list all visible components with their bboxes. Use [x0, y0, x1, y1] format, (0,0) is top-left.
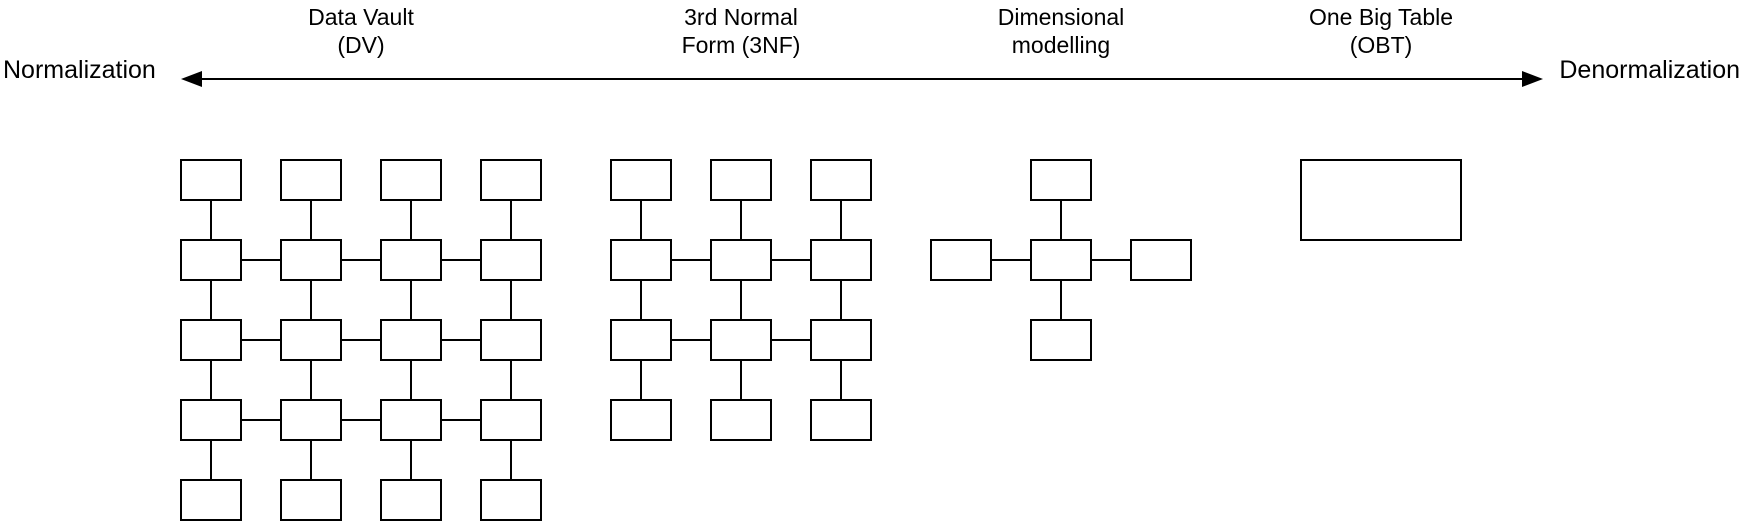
table-box [380, 479, 442, 521]
table-box [380, 399, 442, 441]
table-box [280, 159, 342, 201]
label-line: Dimensional [997, 4, 1125, 30]
label-third-normal-form: 3rd Normal Form (3NF) [682, 3, 801, 59]
table-box [610, 239, 672, 281]
table-box [180, 479, 242, 521]
table-box [280, 319, 342, 361]
table-box [1030, 319, 1092, 361]
table-box [380, 159, 442, 201]
table-box [180, 319, 242, 361]
label-line: Form (3NF) [681, 32, 801, 58]
label-line: (DV) [337, 32, 385, 58]
label-line: 3rd Normal [684, 4, 798, 30]
one-big-table-diagram [1300, 159, 1462, 241]
table-box [1030, 159, 1092, 201]
table-box [480, 239, 542, 281]
table-box [180, 399, 242, 441]
arrowhead-right-icon [1522, 71, 1543, 87]
table-box [710, 239, 772, 281]
table-box [480, 319, 542, 361]
table-box [280, 399, 342, 441]
table-box [1130, 239, 1192, 281]
label-line: (OBT) [1349, 32, 1413, 58]
axis-label-normalization: Normalization [3, 56, 156, 84]
table-box [480, 479, 542, 521]
label-dimensional-modelling: Dimensional modelling [998, 3, 1125, 59]
data-vault-diagram [180, 159, 542, 521]
table-box [810, 399, 872, 441]
table-box [610, 399, 672, 441]
table-box [610, 159, 672, 201]
table-box [710, 399, 772, 441]
label-data-vault: Data Vault (DV) [308, 3, 414, 59]
table-box [930, 239, 992, 281]
table-box [280, 479, 342, 521]
table-box [810, 319, 872, 361]
axis-label-denormalization: Denormalization [1559, 56, 1740, 84]
label-one-big-table: One Big Table (OBT) [1309, 3, 1453, 59]
label-line: modelling [1011, 32, 1111, 58]
table-box [380, 319, 442, 361]
table-box [1030, 239, 1092, 281]
arrowhead-left-icon [181, 71, 202, 87]
third-normal-form-diagram [610, 159, 872, 441]
label-line: One Big Table [1308, 4, 1454, 30]
table-box [1300, 159, 1462, 241]
table-box [810, 159, 872, 201]
table-box [480, 399, 542, 441]
table-box [380, 239, 442, 281]
spectrum-arrow [181, 71, 1543, 87]
table-box [180, 159, 242, 201]
dimensional-modelling-diagram [930, 159, 1192, 361]
table-box [480, 159, 542, 201]
table-box [610, 319, 672, 361]
table-box [180, 239, 242, 281]
table-box [710, 159, 772, 201]
table-box [280, 239, 342, 281]
table-box [810, 239, 872, 281]
table-box [710, 319, 772, 361]
label-line: Data Vault [308, 4, 414, 30]
